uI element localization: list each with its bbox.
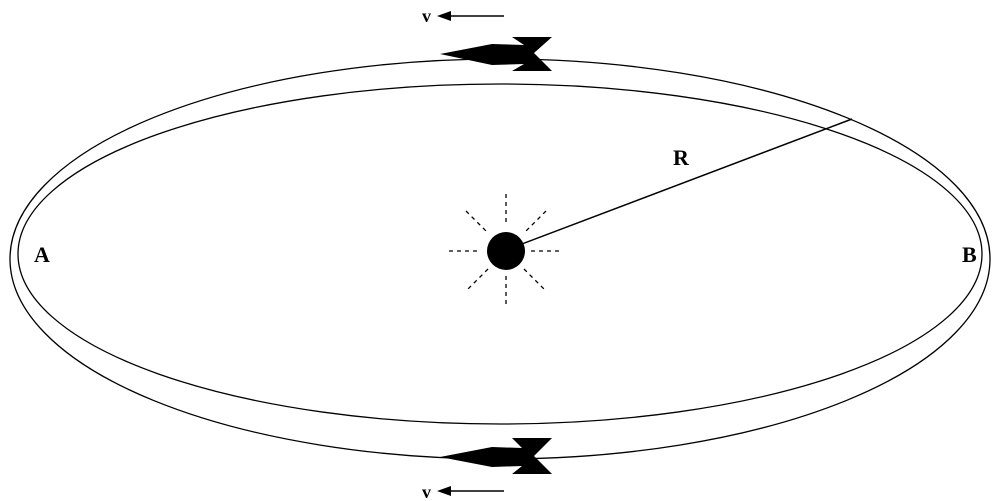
arrow-left-icon [437, 11, 504, 21]
star-icon [449, 194, 563, 308]
orbit-inner-ellipse [17, 83, 983, 425]
velocity-bottom-label: v [422, 482, 431, 501]
arrow-left-icon [437, 486, 504, 496]
spaceship-top-icon [440, 37, 552, 71]
radius-line [505, 118, 853, 251]
radius-label: R [673, 145, 690, 170]
spaceship-bottom-icon [440, 438, 552, 474]
velocity-top-label: v [422, 6, 431, 26]
point-b-label: B [962, 242, 977, 267]
point-a-label: A [34, 242, 50, 267]
